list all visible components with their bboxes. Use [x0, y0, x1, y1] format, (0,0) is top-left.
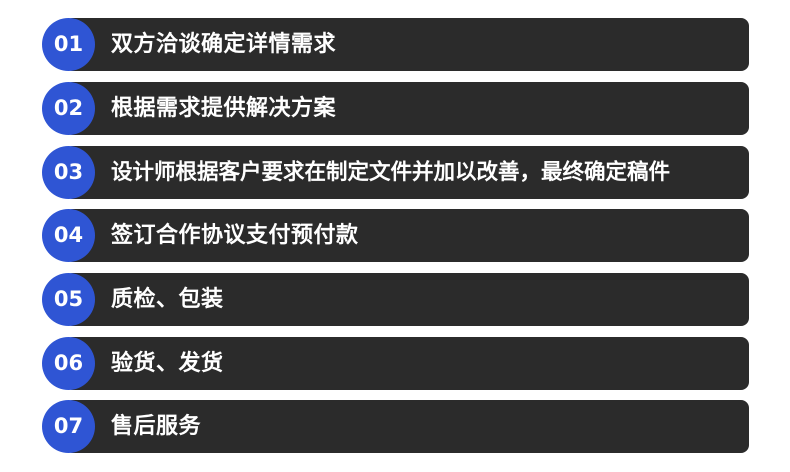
step-item: 01 双方洽谈确定详情需求 — [42, 18, 749, 71]
step-item: 07 售后服务 — [42, 400, 749, 453]
step-item: 03 设计师根据客户要求在制定文件并加以改善，最终确定稿件 — [42, 146, 749, 199]
step-number-badge: 03 — [42, 146, 95, 199]
step-number-badge: 06 — [42, 337, 95, 390]
step-text: 质检、包装 — [111, 287, 224, 312]
step-bar — [65, 273, 749, 326]
step-bar — [65, 82, 749, 135]
step-bar — [65, 400, 749, 453]
step-number-badge: 05 — [42, 273, 95, 326]
step-number-badge: 07 — [42, 400, 95, 453]
step-bar — [65, 337, 749, 390]
step-text: 根据需求提供解决方案 — [111, 96, 337, 121]
step-number-badge: 02 — [42, 82, 95, 135]
step-bar — [65, 18, 749, 71]
step-number-badge: 01 — [42, 18, 95, 71]
step-item: 05 质检、包装 — [42, 273, 749, 326]
step-item: 06 验货、发货 — [42, 337, 749, 390]
step-bar — [65, 209, 749, 262]
step-text: 验货、发货 — [111, 351, 224, 376]
step-text: 签订合作协议支付预付款 — [111, 223, 359, 248]
step-item: 04 签订合作协议支付预付款 — [42, 209, 749, 262]
step-number-badge: 04 — [42, 209, 95, 262]
step-bar — [65, 146, 749, 199]
step-text: 双方洽谈确定详情需求 — [111, 32, 337, 57]
step-text: 售后服务 — [111, 414, 202, 439]
step-text: 设计师根据客户要求在制定文件并加以改善，最终确定稿件 — [111, 160, 671, 185]
step-item: 02 根据需求提供解决方案 — [42, 82, 749, 135]
